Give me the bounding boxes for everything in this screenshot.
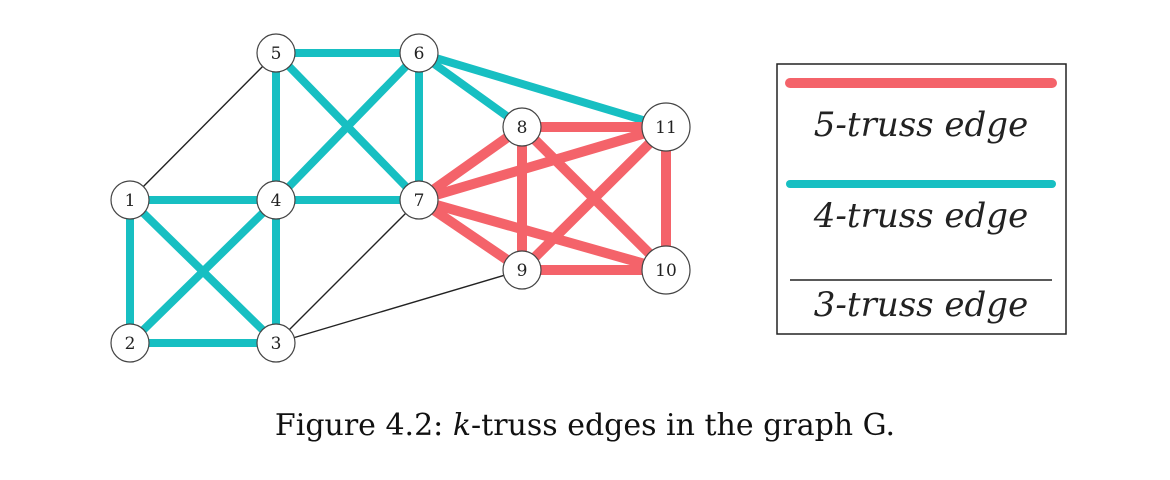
figure-caption: Figure 4.2: k-truss edges in the graph G… xyxy=(0,408,1170,443)
node-circle xyxy=(110,323,150,363)
node-label: 11 xyxy=(655,118,677,138)
caption-k: k xyxy=(452,408,472,443)
node-circle xyxy=(110,180,150,220)
node-8: 8 xyxy=(502,107,542,147)
legend-label-5-truss: 5-truss edge xyxy=(814,105,1028,145)
node-11: 11 xyxy=(641,102,691,152)
node-3: 3 xyxy=(256,323,296,363)
node-6: 6 xyxy=(399,33,439,73)
caption-rest: -truss edges in the graph G. xyxy=(471,408,896,443)
node-label: 7 xyxy=(414,191,425,211)
node-circle xyxy=(502,250,542,290)
node-label: 9 xyxy=(517,261,528,281)
node-circle xyxy=(256,323,296,363)
edge-7-10 xyxy=(414,195,671,275)
node-4: 4 xyxy=(256,180,296,220)
edges-layer xyxy=(126,49,671,347)
node-9: 9 xyxy=(502,250,542,290)
node-7: 7 xyxy=(399,180,439,220)
edge-4-2 xyxy=(126,196,280,347)
edge-1-5 xyxy=(129,52,277,201)
node-label: 1 xyxy=(125,191,136,211)
node-10: 10 xyxy=(641,245,691,295)
edge-7-9 xyxy=(414,195,527,275)
edge-11-9 xyxy=(517,122,671,275)
node-circle xyxy=(641,102,691,152)
node-label: 3 xyxy=(271,334,282,354)
caption-prefix: Figure 4.2: xyxy=(274,408,453,443)
node-label: 10 xyxy=(655,261,677,281)
node-1: 1 xyxy=(110,180,150,220)
edge-3-7 xyxy=(275,199,420,344)
edge-7-8 xyxy=(414,122,527,205)
edge-3-9 xyxy=(275,269,523,344)
edge-7-11 xyxy=(414,122,671,205)
node-2: 2 xyxy=(110,323,150,363)
edge-6-4 xyxy=(272,49,423,204)
edge-6-8 xyxy=(415,49,526,131)
node-5: 5 xyxy=(256,33,296,73)
node-circle xyxy=(399,33,439,73)
node-label: 8 xyxy=(517,118,528,138)
legend-label-3-truss: 3-truss edge xyxy=(814,285,1028,325)
node-circle xyxy=(256,33,296,73)
node-circle xyxy=(256,180,296,220)
node-circle xyxy=(641,245,691,295)
legend-box xyxy=(776,63,1067,335)
node-label: 2 xyxy=(125,334,136,354)
node-label: 6 xyxy=(414,44,425,64)
node-circle xyxy=(502,107,542,147)
node-label: 4 xyxy=(271,191,282,211)
legend-label-4-truss: 4-truss edge xyxy=(813,196,1028,236)
node-circle xyxy=(399,180,439,220)
node-label: 5 xyxy=(271,44,282,64)
nodes-layer: 1 2 3 4 5 6 7 8 9 10 11 xyxy=(110,33,691,363)
edge-6-11 xyxy=(415,49,670,131)
legend: 5-truss edge 4-truss edge 3-truss edge xyxy=(776,63,1067,335)
